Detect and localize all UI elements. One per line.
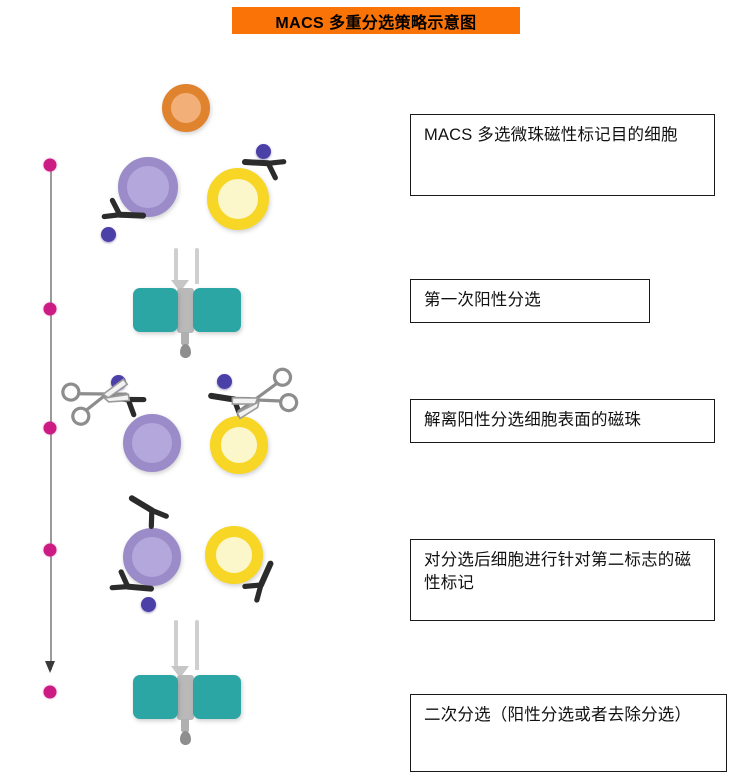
column-body-2 <box>177 675 194 720</box>
cell-icon-yellow-2 <box>210 416 268 474</box>
timeline-dot-5 <box>43 685 57 699</box>
magnet-icon-right-1 <box>193 288 241 332</box>
magnet-icon-left-1 <box>133 288 178 332</box>
timeline-axis <box>50 165 52 670</box>
eluate-drop-icon-2 <box>180 731 191 745</box>
page-title: MACS 多重分选策略示意图 <box>275 14 477 32</box>
step-label-box-1: MACS 多选微珠磁性标记目的细胞 <box>410 114 715 196</box>
cell-icon-yellow-3 <box>205 526 263 584</box>
magnet-icon-left-2 <box>133 675 178 719</box>
column-tube-left-2 <box>174 620 178 670</box>
magnetic-bead-icon-5 <box>141 597 156 612</box>
separation-column-icon-1 <box>133 248 253 360</box>
column-neck-2 <box>181 719 189 732</box>
column-neck <box>181 332 189 345</box>
step-label-box-4: 对分选后细胞进行针对第二标志的磁性标记 <box>410 539 715 621</box>
timeline-dot-1 <box>43 158 57 172</box>
antibody-icon-purple-3-bottom <box>102 560 158 613</box>
timeline-dot-3 <box>43 421 57 435</box>
separation-column-icon-2 <box>133 620 253 750</box>
scissors-icon-2 <box>221 360 307 436</box>
antibody-icon-yellow-1 <box>238 137 293 190</box>
cell-icon-purple-1 <box>118 157 178 217</box>
cell-icon-orange <box>162 84 210 132</box>
step-label-box-3: 解离阳性分选细胞表面的磁珠 <box>410 399 715 443</box>
step-label-box-2: 第一次阳性分选 <box>410 279 650 323</box>
timeline-arrow-icon <box>45 661 55 673</box>
column-tube-right-2 <box>195 620 199 670</box>
timeline-dot-2 <box>43 302 57 316</box>
cell-icon-purple-2 <box>123 414 181 472</box>
antibody-icon-yellow-3 <box>234 556 290 609</box>
eluate-drop-icon-1 <box>180 344 191 358</box>
magnetic-bead-icon-2 <box>256 144 271 159</box>
timeline-dot-4 <box>43 543 57 557</box>
column-tube-right <box>195 248 199 284</box>
magnetic-bead-icon-1 <box>101 227 116 242</box>
cell-icon-purple-3 <box>123 528 181 586</box>
title-banner: MACS 多重分选策略示意图 <box>232 7 520 34</box>
magnet-icon-right-2 <box>193 675 241 719</box>
column-tube-left <box>174 248 178 284</box>
step-label-box-5: 二次分选（阳性分选或者去除分选） <box>410 694 727 772</box>
cell-icon-yellow-1 <box>207 168 269 230</box>
scissors-icon-1 <box>55 360 141 436</box>
magnetic-bead-icon-4 <box>217 374 232 389</box>
antibody-icon-purple-1 <box>94 189 149 241</box>
column-body <box>177 288 194 333</box>
antibody-icon-purple-3-top <box>125 482 176 537</box>
